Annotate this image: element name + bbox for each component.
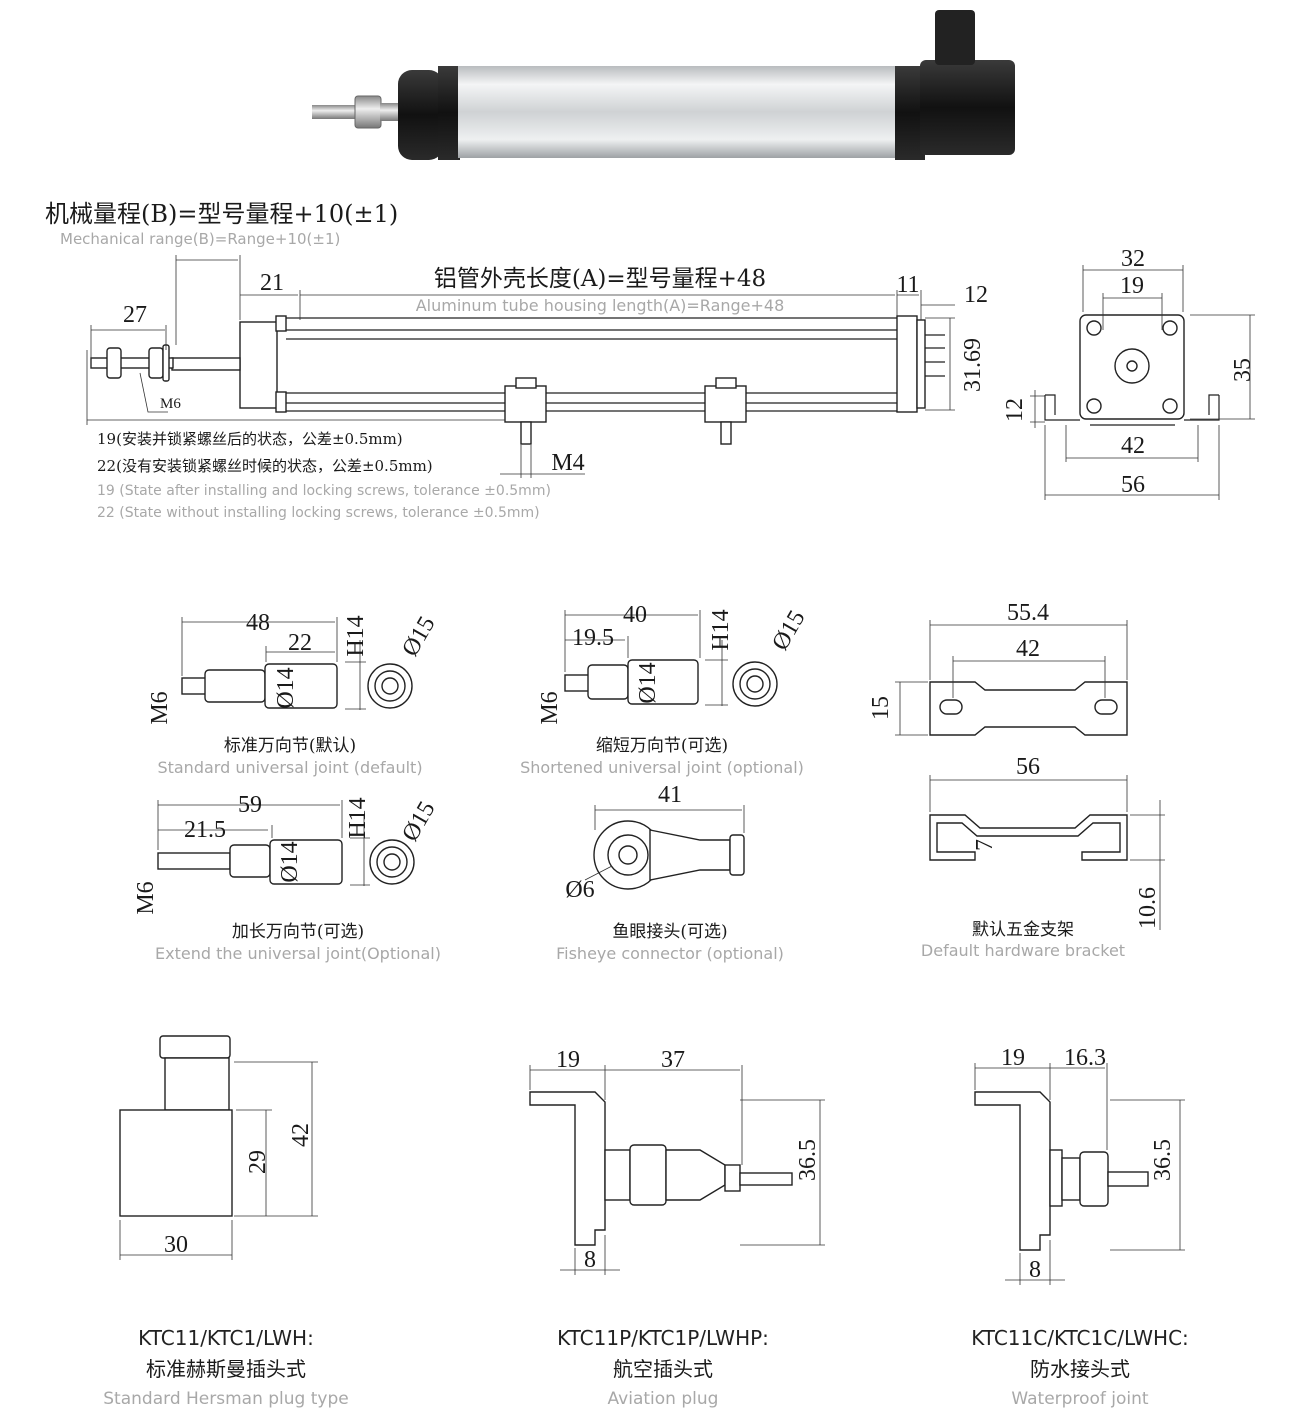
bracket-caption-cn: 默认五金支架 (972, 920, 1074, 940)
bracket-top-length: 55.4 (1007, 600, 1049, 626)
plug2-model: KTC11P/KTC1P/LWHP: (557, 1326, 769, 1350)
j2-dia: Ø14 (635, 662, 661, 703)
plug3-dim-a: 19 (1001, 1045, 1025, 1071)
end-dim-32: 32 (1121, 246, 1145, 272)
note-cn-2: 22(没有安装锁紧螺丝时候的状态，公差±0.5mm) (97, 457, 433, 475)
j1-dia: Ø14 (273, 667, 299, 708)
plug2-dim-c: 36.5 (795, 1139, 821, 1181)
bracket-caption-en: Default hardware bracket (921, 941, 1125, 960)
j2-height: H14 (708, 609, 734, 650)
plug2-dim-d: 8 (584, 1247, 596, 1273)
fisheye-length: 41 (658, 782, 682, 808)
j3-height: H14 (345, 797, 371, 838)
plug3-caption-en: Waterproof joint (1011, 1389, 1148, 1409)
plug3-dim-d: 8 (1029, 1257, 1041, 1283)
j3-dia: Ø14 (277, 841, 303, 882)
plug2-dim-b: 37 (661, 1047, 685, 1073)
j3-body: 21.5 (184, 817, 226, 843)
housing-length-cn: 铝管外壳长度(A)=型号量程+48 (434, 266, 766, 292)
plug2-caption-en: Aviation plug (608, 1389, 719, 1409)
bracket-depth: 10.6 (1135, 887, 1161, 929)
plug3-dim-c: 36.5 (1150, 1139, 1176, 1181)
plug2-caption-cn: 航空插头式 (613, 1357, 713, 1381)
end-dim-12: 12 (1002, 398, 1028, 422)
aviation-plug-drawing (529, 1065, 825, 1275)
j2-body: 19.5 (572, 625, 614, 651)
main-side-view (86, 255, 955, 478)
bracket-side-length: 56 (1016, 754, 1040, 780)
j3-caption-cn: 加长万向节(可选) (232, 922, 364, 942)
bracket-step: 7 (972, 839, 998, 851)
hersman-plug-drawing (119, 1035, 318, 1260)
dim-21: 21 (260, 270, 284, 296)
plug3-model: KTC11C/KTC1C/LWHC: (971, 1326, 1189, 1350)
j1-caption-cn: 标准万向节(默认) (224, 736, 356, 756)
j2-outer-dia: Ø15 (767, 606, 810, 655)
bracket-drawing (895, 620, 1165, 930)
fisheye-caption-cn: 鱼眼接头(可选) (612, 922, 727, 942)
j3-caption-en: Extend the universal joint(Optional) (155, 944, 441, 963)
note-en-2: 22 (State without installing locking scr… (97, 505, 540, 521)
j1-body: 22 (288, 630, 312, 656)
j1-caption-en: Standard universal joint (default) (157, 758, 422, 777)
plug1-height: 42 (288, 1123, 314, 1147)
dim-31-69: 31.69 (960, 338, 986, 392)
j2-caption-cn: 缩短万向节(可选) (596, 736, 728, 756)
j1-height: H14 (343, 615, 369, 656)
housing-length-en: Aluminum tube housing length(A)=Range+48 (416, 296, 785, 315)
j2-total: 40 (623, 602, 647, 628)
j3-total: 59 (238, 792, 262, 818)
fisheye-hole: Ø6 (565, 877, 594, 903)
mech-range-cn: 机械量程(B)=型号量程+10(±1) (45, 200, 398, 228)
dim-m6: M6 (160, 396, 181, 412)
note-en-1: 19 (State after installing and locking s… (97, 483, 551, 499)
end-view (1030, 265, 1255, 500)
bracket-height: 15 (868, 696, 894, 720)
dim-27: 27 (123, 302, 147, 328)
bracket-hole-pitch: 42 (1016, 636, 1040, 662)
plug3-caption-cn: 防水接头式 (1030, 1357, 1130, 1381)
plug3-dim-b: 16.3 (1064, 1045, 1106, 1071)
dim-12: 12 (964, 282, 988, 308)
j3-thread: M6 (133, 881, 159, 914)
product-photo (312, 10, 1015, 160)
fisheye-caption-en: Fisheye connector (optional) (556, 944, 784, 963)
waterproof-plug-drawing (974, 1063, 1185, 1285)
j3-outer-dia: Ø15 (397, 797, 440, 846)
plug2-dim-a: 19 (556, 1047, 580, 1073)
plug1-width: 30 (164, 1232, 188, 1258)
extended-joint-drawing (157, 800, 415, 886)
end-dim-42: 42 (1121, 433, 1145, 459)
standard-joint-drawing (181, 617, 413, 710)
note-cn-1: 19(安装并锁紧螺丝后的状态，公差±0.5mm) (97, 430, 403, 448)
mech-range-en: Mechanical range(B)=Range+10(±1) (60, 230, 340, 248)
j2-caption-en: Shortened universal joint (optional) (520, 758, 804, 777)
fisheye-drawing (584, 805, 745, 890)
end-dim-19: 19 (1120, 273, 1144, 299)
shortened-joint-drawing (564, 610, 778, 707)
plug1-model: KTC11/KTC1/LWH: (138, 1326, 314, 1350)
plug1-caption-cn: 标准赫斯曼插头式 (146, 1357, 306, 1381)
dim-11: 11 (896, 272, 919, 298)
plug1-body-height: 29 (245, 1150, 271, 1174)
j1-outer-dia: Ø15 (397, 612, 440, 661)
end-dim-35: 35 (1230, 358, 1256, 382)
j2-thread: M6 (537, 691, 563, 724)
end-dim-56: 56 (1121, 472, 1145, 498)
j1-total: 48 (246, 610, 270, 636)
plug1-caption-en: Standard Hersman plug type (103, 1389, 348, 1409)
j1-thread: M6 (147, 691, 173, 724)
dim-m4: M4 (551, 450, 584, 476)
